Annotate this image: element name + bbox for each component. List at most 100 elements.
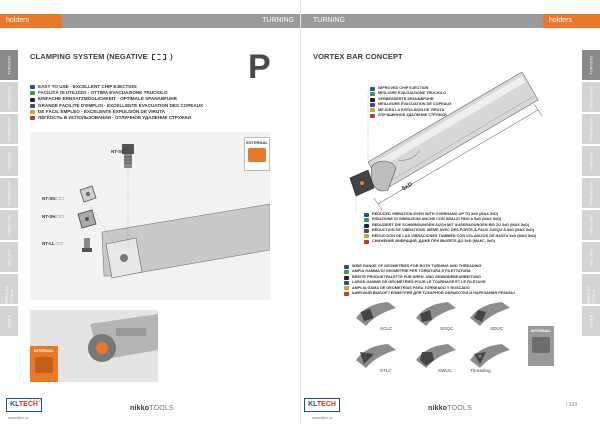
negative-insert-icon	[151, 54, 166, 61]
vibration-callout: REDUCED VIBRATION EVEN WITH OVERHANG UP …	[364, 212, 536, 244]
insert-sclc[interactable]	[352, 298, 402, 334]
flag-de-icon	[30, 97, 35, 102]
callout-text: MEILLEURE ÉVACUATION DE COPEAUX	[378, 102, 452, 107]
side-tab-drilling[interactable]: DRILLING	[582, 210, 600, 240]
side-tab-index[interactable]: INDEX	[582, 306, 600, 336]
flag-ru-icon	[344, 291, 349, 296]
side-tab-threading-2[interactable]: THREADING	[582, 178, 600, 208]
insert-label-swuc: SWUC	[438, 368, 453, 373]
flag-gb-icon	[30, 85, 35, 90]
insert-label-sduc: SDUC	[490, 326, 504, 331]
callout-item: MEILLEURE ÉVACUATION DE COPEAUX	[370, 102, 452, 107]
vortex-bar-diagram	[312, 66, 574, 272]
insert-swuc[interactable]	[412, 340, 462, 376]
label-nt-ll-text: NT-LL	[42, 241, 55, 246]
left-footer-url[interactable]: www.kltec.cz	[8, 416, 29, 420]
side-tab-threading-2[interactable]: THREADING	[0, 178, 18, 208]
callout-text: LARGE GAMME DE GÉOMÉTRIES POUR LE TOURNA…	[352, 280, 486, 285]
flag-fr-icon	[364, 228, 369, 233]
feature-item: GRANDE FACILITÉ D'EMPLOI - EXCELLENTE ÉV…	[30, 103, 203, 109]
insert-sdqc[interactable]	[412, 298, 462, 334]
callout-item: IMPROVED CHIP EJECTION	[370, 86, 452, 91]
clamping-diagram	[30, 132, 271, 300]
callout-item: REDUZIERT DIE SCHWINGUNGEN AUCH MIT AUSK…	[364, 223, 536, 228]
left-title-suffix: )	[170, 52, 173, 61]
chip-ejection-callout: IMPROVED CHIP EJECTION MIGLIORE EVACUAZI…	[370, 86, 452, 118]
callout-item: УЛУЧШЕННОЕ УДАЛЕНИЕ СТРУЖКИ	[370, 113, 452, 118]
tool-holder-icon	[101, 203, 271, 279]
callout-item: MEJORA LA EXPULSIÓN DE VIRUTA	[370, 108, 452, 113]
right-nikko-logo: nikkoTOOLS	[428, 405, 472, 412]
side-tab-turning[interactable]: TURNING	[582, 50, 600, 80]
callout-text: СНИЖЕНИЕ ВИБРАЦИЙ, ДАЖЕ ПРИ ВЫЛЕТЕ ДО 5x…	[372, 239, 496, 244]
callout-item: VERBESSERTE SPANABFUHR	[370, 97, 452, 102]
flag-fr-icon	[344, 280, 349, 285]
right-header-tab[interactable]: holders	[543, 14, 600, 28]
callout-item: AMPLIA GAMA DE GEOMETRÍAS PARA TORNEADO …	[344, 286, 515, 291]
side-tab-grooving[interactable]: GROOVING	[0, 82, 18, 112]
flag-gb-icon	[344, 264, 349, 269]
side-tab-grooving[interactable]: GROOVING	[582, 82, 600, 112]
insert-geometries: SCLC SDQC SDUC STLC SWUC Threading	[348, 298, 524, 382]
left-side-tabs: TURNING GROOVING THREADING TURNING THREA…	[0, 50, 18, 338]
right-page-title: VORTEX BAR CONCEPT	[313, 52, 403, 61]
left-page: holders TURNING TURNING GROOVING THREADI…	[0, 14, 300, 420]
label-nt-sc-text: NT-SC	[111, 149, 125, 154]
feature-text: DE FÁCIL EMPLEO - EXCELENTE EXPULSIÓN DE…	[38, 108, 165, 114]
callout-item: LARGE GAMME DE GÉOMÉTRIES POUR LE TOURNA…	[344, 280, 515, 285]
side-tab-special[interactable]: SPECIAL TOOLS	[582, 274, 600, 304]
feature-item: FACILITÀ DI UTILIZZO - OTTIMA EVACUAZION…	[30, 90, 203, 96]
flag-it-icon	[364, 218, 369, 223]
side-tab-threading[interactable]: THREADING	[582, 114, 600, 144]
callout-item: BREITE PRODUKTPALETTE FÜR DREH- UND GEWI…	[344, 275, 515, 280]
side-tab-turning-2[interactable]: TURNING	[582, 146, 600, 176]
left-footer-logo[interactable]: KLTECH	[6, 398, 42, 412]
flag-es-icon	[370, 108, 375, 113]
callout-item: MIGLIORE EVACUAZIONE TRUCIOLO	[370, 91, 452, 97]
side-tab-turning-2[interactable]: TURNING	[0, 146, 18, 176]
label-nt-sc: NT-SC □ □	[111, 149, 133, 154]
internal-turning-icon	[35, 357, 53, 373]
feature-item: DE FÁCIL EMPLEO - EXCELENTE EXPULSIÓN DE…	[30, 109, 203, 115]
right-footer-logo[interactable]: KLTECH	[304, 398, 340, 412]
callout-text: REDUCED VIBRATION EVEN WITH OVERHANG UP …	[372, 212, 499, 216]
side-tab-milling[interactable]: MILLING	[582, 242, 600, 272]
clamping-diagram-svg	[77, 144, 271, 279]
callout-item: AMPIA GAMMA DI GEOMETRIE PER TORNITURA E…	[344, 269, 515, 275]
callout-text: MEJORA LA EXPULSIÓN DE VIRUTA	[378, 107, 445, 112]
callout-item: REDUCCIÓN DE LAS VIBRACIONES TAMBIÉN CON…	[364, 234, 536, 239]
side-tab-special[interactable]: SPECIAL TOOLS	[0, 274, 18, 304]
label-nt-ll: NT-LL □ □	[42, 241, 63, 246]
callout-item: RIDUZIONE DI VIBRAZIONI ANCHE CON SBALZI…	[364, 217, 536, 223]
external-turning-icon	[248, 148, 266, 162]
side-tab-drilling[interactable]: DRILLING	[0, 210, 18, 240]
left-header-tab[interactable]: holders	[0, 14, 62, 28]
callout-text: WIDE RANGE OF GEOMETRIES FOR BOTH TURNIN…	[352, 264, 482, 268]
left-header-bar: holders TURNING	[0, 14, 300, 28]
insert-sduc-icon	[470, 302, 510, 326]
side-tab-index[interactable]: INDEX	[0, 306, 18, 336]
insert-sduc[interactable]	[466, 298, 516, 334]
external-badge: EXTERNAL	[244, 137, 270, 171]
flag-gb-icon	[364, 212, 369, 217]
feature-text: FACILITÀ DI UTILIZZO - OTTIMA EVACUAZION…	[38, 90, 168, 96]
callout-text: RÉDUCTION DE VIBRATIONS, MÊME AVEC DES P…	[372, 228, 535, 233]
kltech-logo: KLTECH	[304, 398, 340, 412]
nikko-suffix: TOOLS	[149, 405, 174, 412]
insert-stlc[interactable]	[352, 340, 402, 376]
right-footer-url[interactable]: www.kltec.cz	[312, 416, 333, 420]
feature-list: EASY TO USE - EXCELLENT CHIP EJECTION FA…	[30, 84, 203, 121]
feature-text: EINFACHE ERNSATZMÖGLICHKEIT - OPTIMALE S…	[38, 96, 177, 102]
side-tab-milling[interactable]: MILLING	[0, 242, 18, 272]
insert-label-stlc: STLC	[380, 368, 392, 373]
callout-text: УЛУЧШЕННОЕ УДАЛЕНИЕ СТРУЖКИ	[378, 113, 447, 118]
flag-de-icon	[364, 223, 369, 228]
label-nt-sh-text: NT-SH	[42, 214, 56, 219]
side-tab-threading[interactable]: THREADING	[0, 114, 18, 144]
label-nt-sn: NT-SN □ □	[42, 196, 64, 201]
left-header-section: TURNING	[262, 17, 294, 24]
side-tab-turning[interactable]: TURNING	[0, 50, 18, 80]
right-page-number: / 123	[566, 402, 578, 408]
insert-threading[interactable]	[466, 340, 516, 376]
feature-text: GRANDE FACILITÉ D'EMPLOI - EXCELLENTE ÉV…	[38, 102, 204, 108]
